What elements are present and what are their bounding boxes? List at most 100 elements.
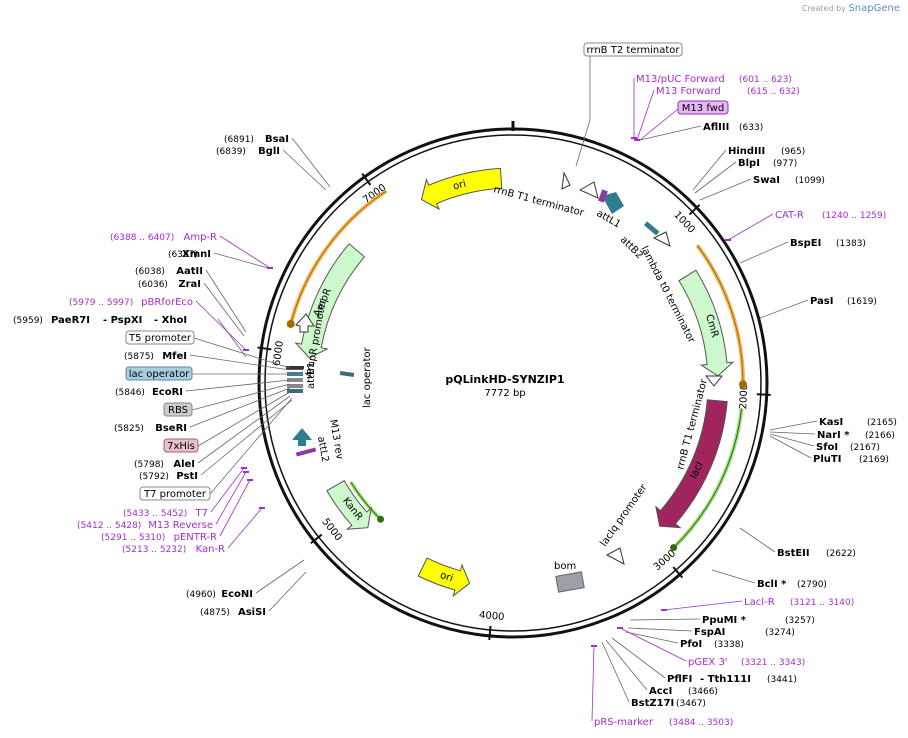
- enzyme-position: (3338): [714, 640, 744, 650]
- enzyme-label: SwaI: [753, 175, 780, 186]
- feature-box-label: RBS: [168, 405, 188, 416]
- enzyme-label: NarI *: [817, 430, 850, 441]
- annotation-arcs: [286, 189, 747, 552]
- enzyme-position: (965): [781, 147, 805, 157]
- orf-arc-core: [290, 190, 387, 325]
- feature-arrow: [417, 557, 471, 598]
- enzyme-position: (4960): [186, 590, 216, 600]
- enzyme-position: (2165): [867, 418, 897, 428]
- tick-mark: [672, 566, 684, 579]
- primer-position: (6388 .. 6407): [110, 233, 174, 243]
- enzyme-label: PaeR7I: [51, 315, 90, 326]
- enzyme-label: SfoI: [816, 442, 838, 453]
- tick-label: 4000: [479, 610, 505, 623]
- leader-line: [601, 641, 630, 703]
- leader-line: [213, 252, 269, 269]
- enzyme-label: BlpI: [738, 158, 760, 169]
- tick-label: 2000: [738, 384, 750, 410]
- enzyme-position: (5875): [124, 352, 154, 362]
- leader-line: [193, 337, 291, 369]
- leader-line: [639, 125, 702, 141]
- enzyme-label: AatII: [176, 266, 203, 277]
- leader-line: [575, 119, 591, 167]
- primer-position: (601 .. 623): [739, 75, 792, 85]
- tick-label: 1000: [671, 210, 697, 236]
- primer-position: (1240 .. 1259): [822, 211, 886, 221]
- enzyme-label: BstEII: [777, 548, 810, 559]
- primer-position: (5213 .. 5232): [122, 545, 186, 555]
- leader-line: [769, 420, 818, 431]
- enzyme-position: (3466): [688, 687, 718, 697]
- enzyme-position: (5846): [115, 388, 145, 398]
- leader-line: [629, 618, 701, 621]
- snapgene-credit: Created by SnapGene: [802, 3, 900, 14]
- enzyme-label: KasI: [819, 417, 843, 428]
- enzyme-position: (2166): [865, 431, 895, 441]
- enzyme-position: (6839): [216, 147, 246, 157]
- credit-prefix: Created by: [801, 4, 846, 13]
- leader-line: [197, 395, 291, 464]
- primer-label: M13 Reverse: [148, 520, 213, 531]
- feature-box: [677, 100, 729, 115]
- feature-name: ori: [452, 179, 467, 193]
- leader-line: [195, 300, 247, 351]
- tick-mark: [488, 625, 492, 640]
- primer-mark: [634, 139, 640, 141]
- orf-arc-head: [738, 380, 747, 389]
- enzyme-label: BseRI: [155, 423, 187, 434]
- leader-line: [205, 269, 247, 333]
- enzyme-position: (5798): [134, 460, 164, 470]
- enzyme-label: BspEI: [790, 238, 821, 249]
- leader-line: [769, 435, 812, 459]
- primer-label: pGEX 3': [688, 657, 728, 668]
- feature-name: ori: [439, 570, 455, 585]
- tick-mark: [361, 173, 372, 186]
- enzyme-position: (1099): [795, 176, 825, 186]
- primer-position: (615 .. 632): [747, 87, 800, 97]
- snapgene-logo: SnapGene: [848, 3, 900, 14]
- enzyme-position: (3274): [765, 628, 795, 638]
- enzyme-label: BstZ17I: [631, 698, 674, 709]
- feature-box-label: M13 fwd: [682, 103, 724, 114]
- leader-line: [215, 471, 247, 525]
- leader-line: [200, 399, 293, 476]
- plasmid-name: pQLinkHD-SYNZIP1: [445, 373, 564, 386]
- leader-line: [694, 161, 737, 194]
- feature-box-label: rrnB T2 terminator: [586, 45, 680, 56]
- primer-labels: M13/pUC Forward(601 .. 623)M13 Forward(6…: [69, 74, 886, 728]
- enzyme-position: (1383): [836, 239, 866, 249]
- enzyme-position: (2167): [850, 443, 880, 453]
- enzyme-label: FspAI: [694, 627, 725, 638]
- enzyme-label: BsaI: [265, 134, 289, 145]
- enzyme-label: PstI: [176, 471, 198, 482]
- leader-line: [203, 282, 245, 337]
- primer-label: M13 Forward: [656, 86, 721, 97]
- enzyme-label: EcoNI: [221, 589, 253, 600]
- enzyme-position: (6357): [168, 250, 198, 260]
- leader-line: [699, 178, 752, 201]
- enzyme-position: (2790): [797, 580, 827, 590]
- primer-mark: [243, 349, 249, 351]
- leader-line: [189, 387, 291, 428]
- tick-label: 5000: [319, 516, 343, 543]
- feature-arrow: [420, 167, 503, 211]
- enzyme-label: PluTI: [813, 454, 841, 465]
- primer-position: (5979 .. 5997): [69, 298, 133, 308]
- leader-line: [209, 397, 293, 495]
- primer-mark: [243, 471, 249, 473]
- enzyme-label: PflFI: [667, 674, 692, 685]
- orf-arc-core: [696, 245, 744, 385]
- leader-line: [692, 149, 727, 191]
- orf-arc-head: [670, 544, 678, 552]
- primer-label: CAT-R: [775, 210, 804, 221]
- primer-mark: [591, 645, 597, 647]
- enzyme-position: (5792): [139, 472, 169, 482]
- primer-label: Kan-R: [196, 544, 225, 555]
- primer-position: (5412 .. 5428): [77, 521, 141, 531]
- enzyme-position: (2169): [859, 455, 889, 465]
- leader-line: [217, 318, 247, 358]
- enzyme-label: PpuMI *: [702, 615, 747, 626]
- primer-mark: [725, 239, 731, 241]
- enzyme-label: XmnI: [182, 249, 211, 260]
